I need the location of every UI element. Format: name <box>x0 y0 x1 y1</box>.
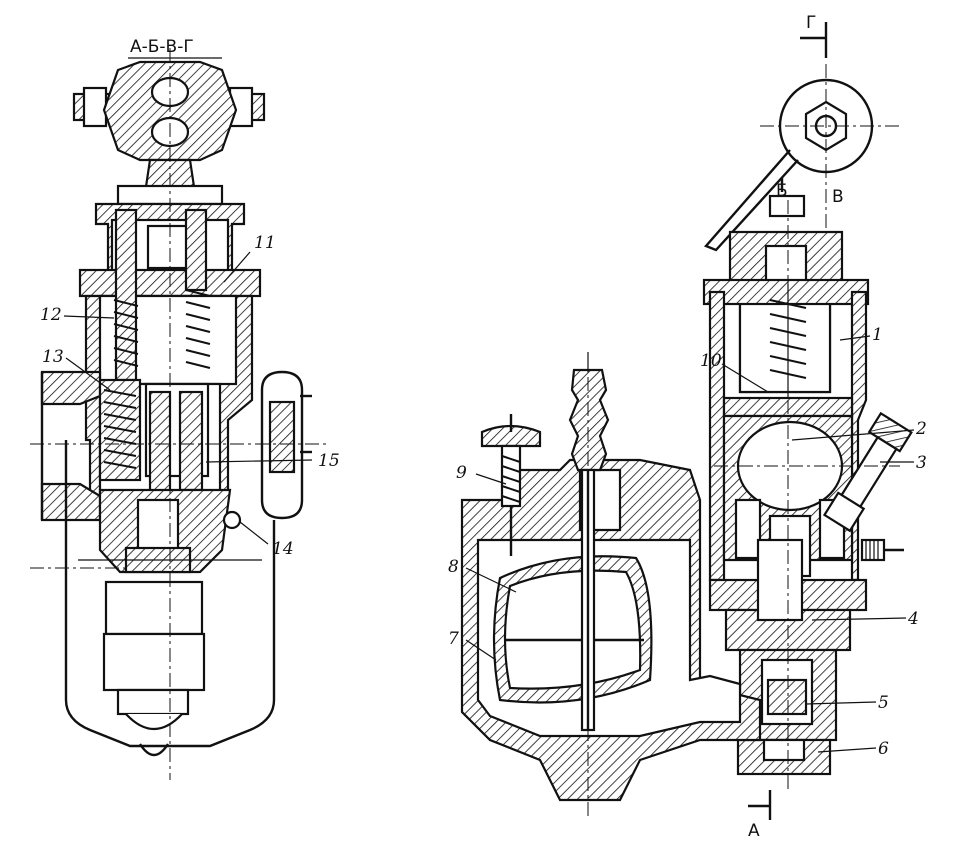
callout-7: 7 <box>448 629 459 649</box>
fuel-inlet-fitting <box>568 352 610 732</box>
spring-right-11 <box>184 208 211 369</box>
idle-screw-3 <box>822 411 913 533</box>
leader-lines-right <box>465 335 915 753</box>
callout-2: 2 <box>915 419 927 439</box>
section-title: А-Б-В-Г <box>130 37 194 57</box>
float-8 <box>492 555 653 704</box>
top-bolt-assembly <box>72 60 266 162</box>
callout-4: 4 <box>907 609 919 629</box>
cut-label-a: А <box>748 821 760 841</box>
callout-6: 6 <box>878 739 889 759</box>
callout-5: 5 <box>878 693 889 713</box>
callout-1: 1 <box>872 325 883 345</box>
spring-left <box>113 208 139 382</box>
callout-11: 11 <box>254 233 276 253</box>
left-section-view: А-Б-В-Г <box>30 37 340 780</box>
callout-14: 14 <box>272 539 294 559</box>
leader-lines-left <box>63 251 313 545</box>
jet-block <box>98 378 210 504</box>
callout-8: 8 <box>448 557 459 577</box>
primer-button-9 <box>480 414 542 556</box>
inlet-flange <box>40 370 102 522</box>
cut-label-v: В <box>832 187 844 207</box>
right-view: Г Б В <box>448 13 927 841</box>
callout-15: 15 <box>318 451 340 471</box>
section-mark-g: Г <box>800 13 828 58</box>
throttle-lever: Б В <box>703 78 900 252</box>
callout-12: 12 <box>40 305 62 325</box>
callout-3: 3 <box>916 453 927 473</box>
sediment-bowl <box>64 440 276 757</box>
callout-9: 9 <box>456 463 467 483</box>
section-mark-a: А <box>748 790 772 841</box>
upper-body-right <box>702 194 870 520</box>
knurled-screw <box>860 538 904 562</box>
cut-label-g: Г <box>806 13 816 33</box>
callout-13: 13 <box>42 347 64 367</box>
callout-10: 10 <box>700 351 722 371</box>
